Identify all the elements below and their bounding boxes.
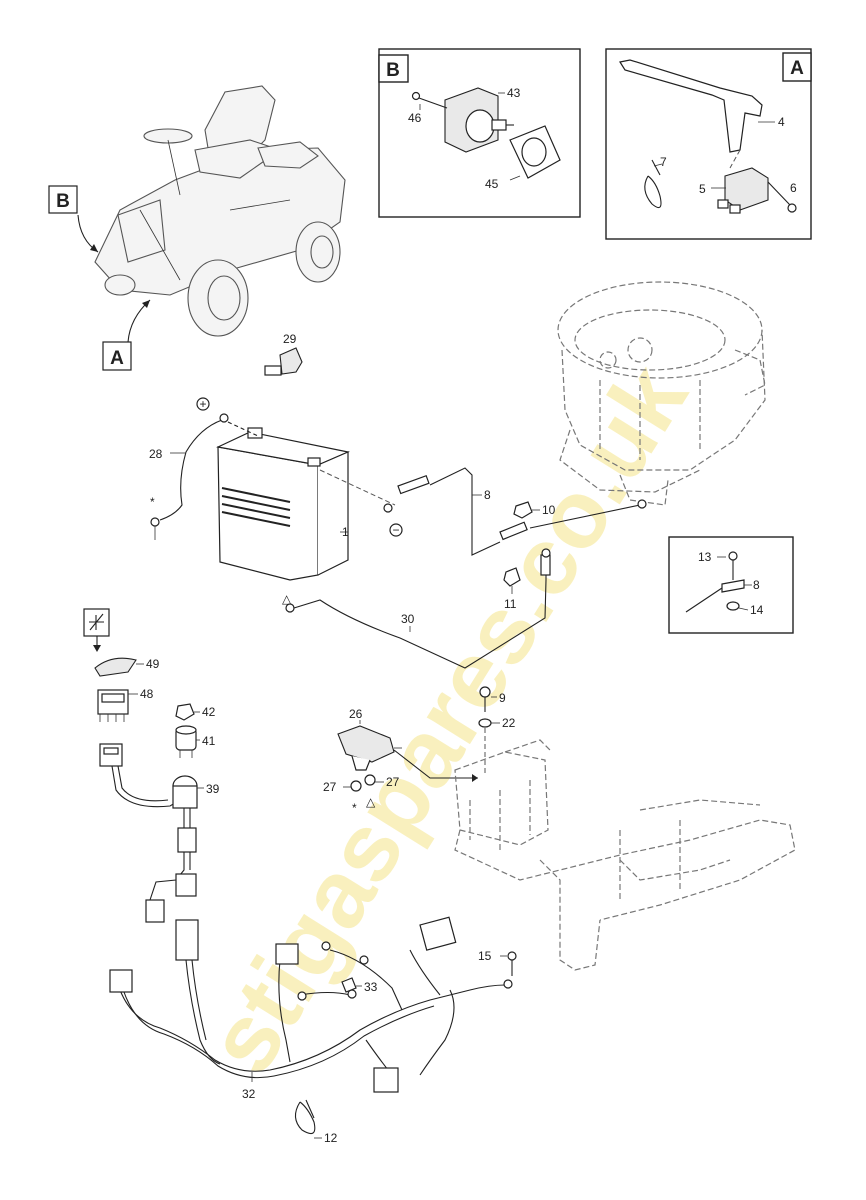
engine-ghost-outline [557,281,766,506]
svg-text:△: △ [282,592,292,606]
part-10-nut: 10 [513,501,556,519]
svg-text:49: 49 [146,657,160,671]
svg-text:26: 26 [349,707,363,721]
svg-text:15: 15 [478,949,492,963]
svg-text:42: 42 [202,705,216,719]
svg-text:−: − [392,523,399,537]
svg-text:+: + [199,397,206,411]
part-11-nut: 11 [503,567,521,611]
svg-text:*: * [150,495,155,509]
part-22-washer: 22 [478,716,516,775]
svg-text:27: 27 [323,780,337,794]
part-12-cable-tie: 12 [294,1099,338,1145]
svg-text:4: 4 [778,115,785,129]
svg-text:41: 41 [202,734,216,748]
callout-b: B [48,185,99,253]
part-26-seat-switch: 26 [337,707,478,782]
part-27-grommets: 27 27 * △ [323,774,400,815]
part-15-screw: 15 [478,949,517,989]
part-42-nut: 42 [175,703,216,721]
detail-box-ground-bolt: 13 8 14 [668,536,794,634]
svg-text:11: 11 [504,597,517,611]
svg-text:32: 32 [242,1087,256,1101]
callout-a: A [102,299,151,371]
svg-text:46: 46 [408,111,422,125]
svg-text:28: 28 [149,447,163,461]
rider-mower-illustration [94,85,346,337]
part-1-battery: 1 [216,427,350,581]
svg-text:29: 29 [283,332,297,346]
svg-text:45: 45 [485,177,499,191]
part-41-ignition-switch: 41 [175,725,216,758]
svg-text:33: 33 [364,980,378,994]
part-8-negative-cable: − 8 [319,467,647,556]
svg-text:8: 8 [484,488,491,502]
svg-text:A: A [790,58,804,79]
chassis-frame-ghost-outline [454,739,796,971]
svg-text:A: A [110,348,124,369]
svg-text:B: B [386,60,400,81]
svg-text:1: 1 [342,525,349,539]
svg-text:48: 48 [140,687,154,701]
part-9-screw: 9 [479,686,506,712]
detail-box-b: B 43 46 45 [378,48,581,218]
svg-text:9: 9 [499,691,506,705]
svg-text:10: 10 [542,503,556,517]
svg-text:30: 30 [401,612,415,626]
part-48-rocker-switch: 48 [97,687,154,722]
svg-text:*: * [352,801,357,815]
svg-text:22: 22 [502,716,516,730]
part-39-key-switch-harness: 39 [99,743,220,923]
svg-text:7: 7 [660,155,667,169]
part-30-ground-cable: △ 30 [282,548,551,669]
svg-text:14: 14 [750,603,764,617]
svg-text:6: 6 [790,181,797,195]
seat-switch-icon-box [83,608,110,652]
svg-text:39: 39 [206,782,220,796]
svg-text:8: 8 [753,578,760,592]
svg-text:B: B [56,191,70,212]
svg-text:△: △ [366,795,376,809]
part-28-positive-cable: + * 28 [149,397,259,540]
svg-text:27: 27 [386,775,400,789]
svg-text:43: 43 [507,86,521,100]
svg-text:13: 13 [698,550,712,564]
detail-box-a: A 4 5 6 7 [605,48,812,240]
part-32-main-harness: 33 32 [109,916,506,1101]
svg-text:5: 5 [699,182,706,196]
part-49-switch-cover: 49 [94,657,160,677]
svg-text:12: 12 [324,1131,338,1145]
part-29-connector: 29 [264,332,303,376]
